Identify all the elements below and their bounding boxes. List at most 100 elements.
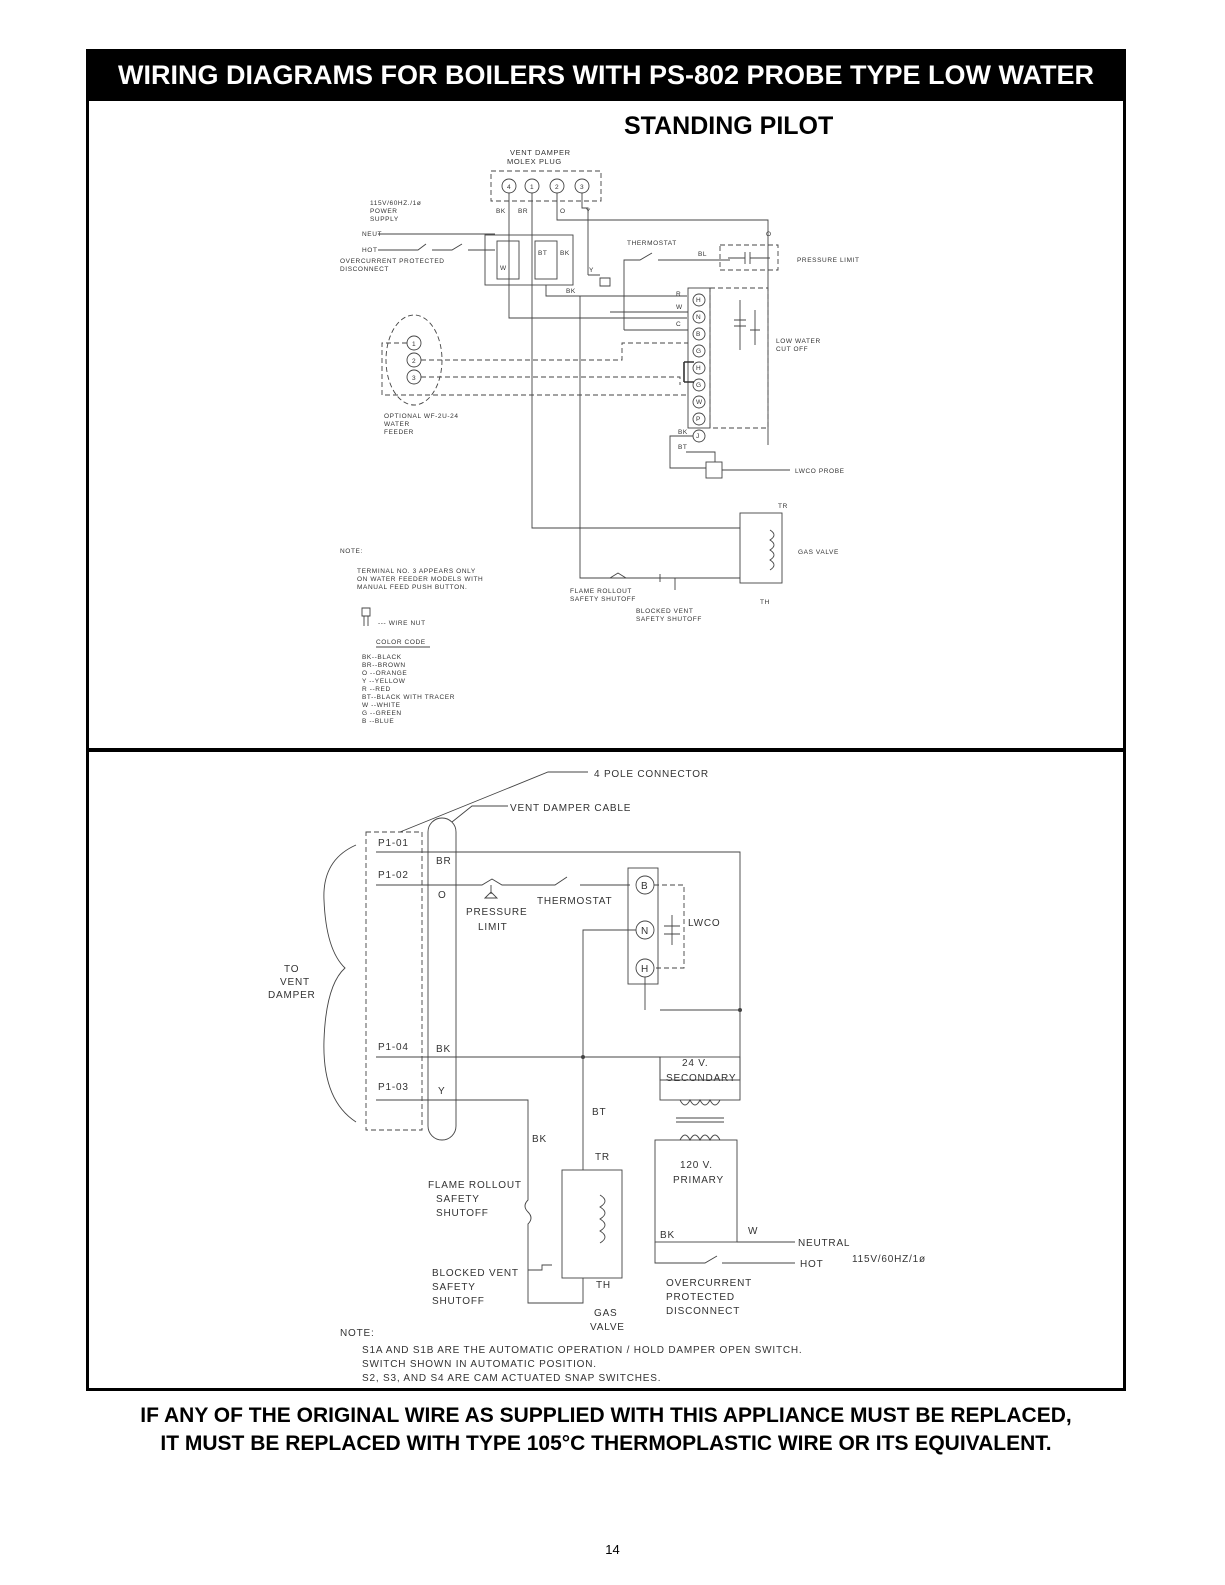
note-line: S1A AND S1B ARE THE AUTOMATIC OPERATION …	[362, 1345, 802, 1356]
flame-rollout-label: SAFETY SHUTOFF	[570, 596, 636, 603]
wire-bk-2	[545, 285, 687, 297]
lwco-terminal-label: H	[696, 297, 701, 304]
junction-box-terminal	[534, 240, 558, 280]
note-line: S2, S3, AND S4 ARE CAM ACTUATED SNAP SWI…	[362, 1373, 661, 1384]
flame-rollout-label: SAFETY	[436, 1194, 480, 1205]
lwco-label: LWCO	[688, 918, 720, 929]
lwco-label: CUT OFF	[776, 346, 808, 353]
water-feeder-label: FEEDER	[384, 429, 414, 436]
secondary-label: 24 V.	[682, 1058, 708, 1069]
hot-label: HOT	[800, 1259, 824, 1270]
note-line: ON WATER FEEDER MODELS WITH	[357, 576, 483, 583]
lwco-label: LOW WATER	[776, 338, 821, 345]
wire-bt-label: BT	[592, 1107, 606, 1118]
molex-plug-label: MOLEX PLUG	[507, 157, 562, 166]
water-feeder-label: OPTIONAL WF-2U-24	[384, 413, 459, 420]
wire-tr-label: TR	[595, 1152, 610, 1163]
primary-label: 120 V.	[680, 1160, 713, 1171]
to-vent-damper-label: DAMPER	[268, 990, 316, 1001]
overcurrent-label: DISCONNECT	[666, 1306, 740, 1317]
vent-damper-cable-label: VENT DAMPER CABLE	[510, 803, 631, 814]
gas-valve-label: GAS VALVE	[798, 549, 839, 556]
pin-label: P1-02	[378, 870, 409, 881]
note-line: SWITCH SHOWN IN AUTOMATIC POSITION.	[362, 1359, 597, 1370]
lwco-terminal	[692, 344, 706, 358]
plug-pin-label: 1	[530, 184, 534, 191]
lwco-terminal-label: H	[696, 365, 701, 372]
bottom-wiring-diagram: 4 POLE CONNECTOR VENT DAMPER CABLE P1-01…	[268, 769, 926, 1384]
lwco-terminal-label: B	[641, 881, 648, 892]
flame-rollout-label: FLAME ROLLOUT	[570, 588, 632, 595]
lwco-terminal	[692, 293, 706, 307]
wire-bk-label: BK	[436, 1044, 451, 1055]
wire-label: O	[560, 208, 566, 215]
color-code-item: Y --YELLOW	[362, 678, 406, 685]
gas-valve-box	[561, 1169, 623, 1279]
gas-valve-box	[739, 512, 783, 584]
wire-o-label: O	[438, 890, 447, 901]
color-code-item: B --BLUE	[362, 718, 394, 725]
flame-rollout-label: SHUTOFF	[436, 1208, 489, 1219]
pin-label: P1-03	[378, 1082, 409, 1093]
color-code-item: G --GREEN	[362, 710, 402, 717]
color-code-item: O --ORANGE	[362, 670, 407, 677]
supply-label: 115V/60HZ/1ø	[852, 1254, 926, 1265]
plug-pin-label: 4	[507, 184, 511, 191]
lwco-relay	[664, 915, 680, 945]
wire-label: R	[676, 291, 681, 298]
color-code-item: R --RED	[362, 686, 391, 693]
warning-line-2: IT MUST BE REPLACED WITH TYPE 105°C THER…	[160, 1432, 1052, 1455]
wire-o	[556, 193, 769, 445]
lwco-terminal-label: B	[696, 331, 701, 338]
neut-label: NEUT	[362, 231, 382, 238]
to-vent-damper-label: TO	[284, 964, 299, 975]
lwco-terminal-strip	[687, 287, 711, 429]
primary-coil	[679, 1134, 721, 1142]
plug-pin-label: 3	[580, 184, 584, 191]
to-vent-damper-label: VENT	[280, 977, 310, 988]
lwco-terminal	[692, 327, 706, 341]
replacement-wire-warning: IF ANY OF THE ORIGINAL WIRE AS SUPPLIED …	[86, 1402, 1126, 1458]
wire-bk-label: BK	[532, 1134, 547, 1145]
feeder-terminal-label: 3	[412, 375, 416, 382]
wire-label: W	[500, 265, 507, 272]
vent-damper-brace	[323, 844, 357, 1123]
lwco-terminal	[692, 378, 706, 392]
wire-br	[376, 851, 741, 1011]
blocked-vent-label: BLOCKED VENT	[636, 608, 693, 615]
wire-bk-label: BK	[660, 1230, 675, 1241]
vent-damper-cable	[427, 817, 457, 1141]
blocked-vent-label: SAFETY SHUTOFF	[636, 616, 702, 623]
transformer-core	[676, 1117, 724, 1123]
power-supply-label: POWER	[370, 208, 398, 215]
page-header-title: WIRING DIAGRAMS FOR BOILERS WITH PS-802 …	[86, 49, 1126, 142]
transformer-primary-box	[654, 1139, 738, 1243]
blocked-vent-label: BLOCKED VENT	[432, 1268, 519, 1279]
feeder-terminal-label: 2	[412, 358, 416, 365]
gas-valve-coil	[599, 1194, 606, 1244]
wire-nut	[588, 274, 611, 287]
lwco-terminal	[692, 361, 706, 375]
plug-pin-label: 2	[555, 184, 559, 191]
color-code-title: COLOR CODE	[376, 639, 426, 646]
lwco-terminal-label: N	[641, 926, 649, 937]
color-code-item: BK--BLACK	[362, 654, 402, 661]
wire-bk-rollout	[579, 296, 740, 579]
gas-valve-label: VALVE	[590, 1322, 625, 1333]
wire-label: O	[766, 231, 772, 238]
color-code-item: BR--BROWN	[362, 662, 406, 669]
color-code-item: BT--BLACK WITH TRACER	[362, 694, 455, 701]
wire-nut-legend: --- WIRE NUT	[378, 620, 426, 627]
wire-nut-icon	[361, 607, 371, 626]
hot-wire	[378, 243, 495, 251]
lwco-terminal	[692, 395, 706, 409]
cable-leader	[451, 805, 508, 823]
thermostat-label: THERMOSTAT	[627, 240, 677, 247]
jumper	[683, 361, 694, 383]
wire-br	[531, 193, 740, 529]
pressure-limit-label: PRESSURE LIMIT	[797, 257, 860, 264]
probe-wire	[669, 435, 706, 469]
note-title: NOTE:	[340, 1328, 375, 1339]
power-supply-label: SUPPLY	[370, 216, 399, 223]
